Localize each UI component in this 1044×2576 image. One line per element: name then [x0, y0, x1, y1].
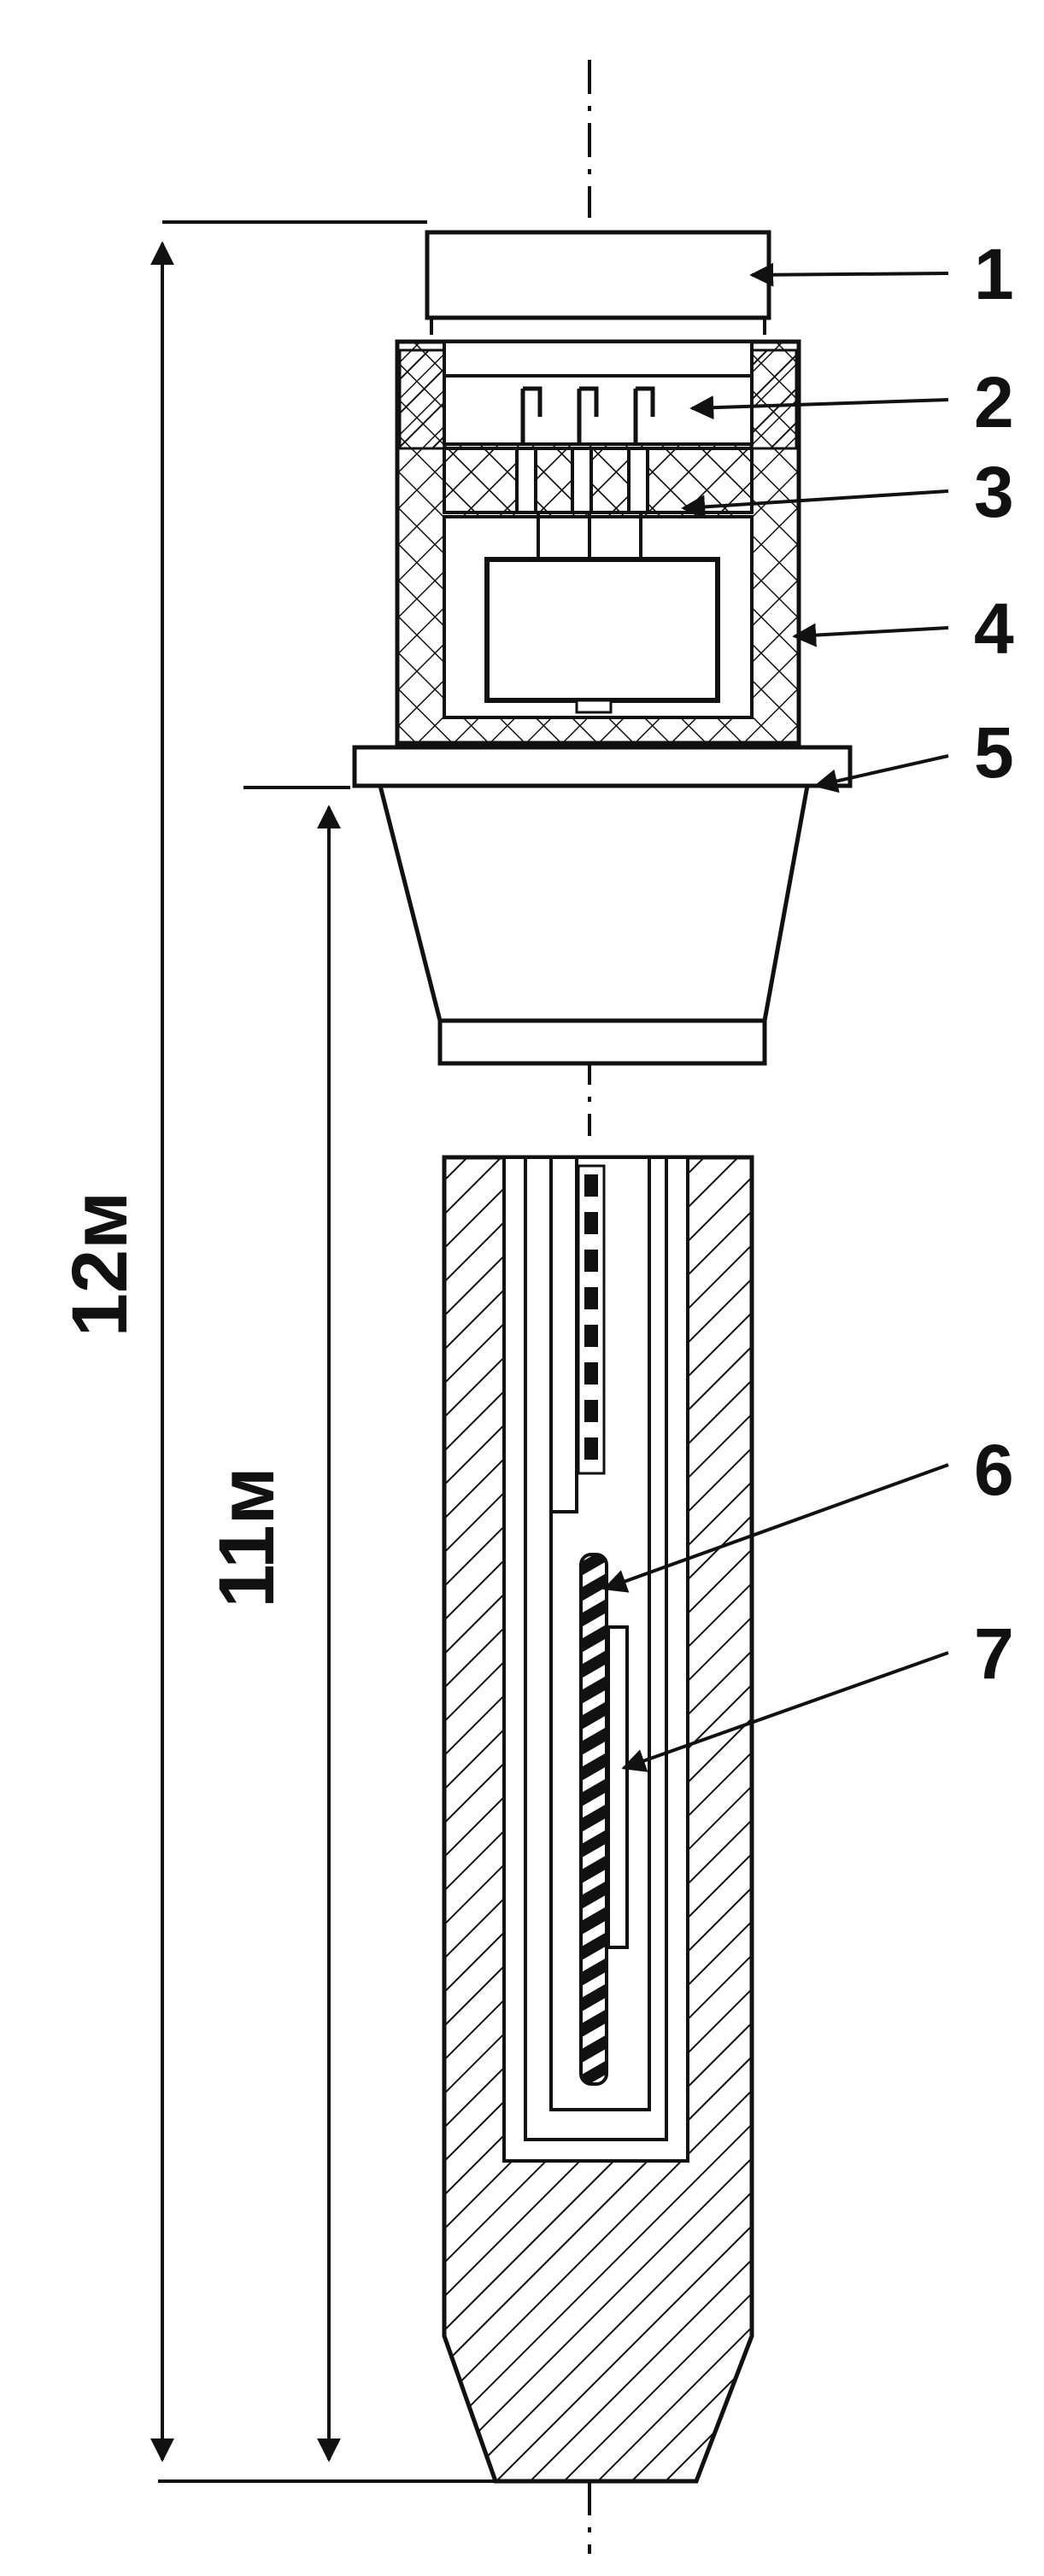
overall-length-label: 12м [56, 1191, 144, 1337]
probe-body [442, 1155, 754, 2484]
sensing-rod [579, 1553, 608, 2086]
sensor-strip [607, 1625, 629, 1949]
body-length-label: 11м [203, 1467, 290, 1607]
flange-cone [352, 745, 853, 1066]
callout-1: 1 [974, 234, 1014, 314]
top-cap [425, 230, 771, 320]
callout-labels: 1 2 3 4 5 6 7 [974, 234, 1014, 1694]
dimension-body [243, 786, 350, 2462]
callout-3: 3 [974, 452, 1014, 532]
callout-2: 2 [974, 362, 1014, 442]
callout-5: 5 [974, 712, 1014, 793]
callout-leaders [602, 262, 949, 1772]
callout-7: 7 [974, 1613, 1014, 1694]
callout-4: 4 [974, 588, 1014, 669]
callout-6: 6 [974, 1430, 1014, 1510]
dimension-overall [150, 220, 504, 2483]
connector-housing [395, 339, 801, 746]
contact-pins [520, 386, 655, 444]
